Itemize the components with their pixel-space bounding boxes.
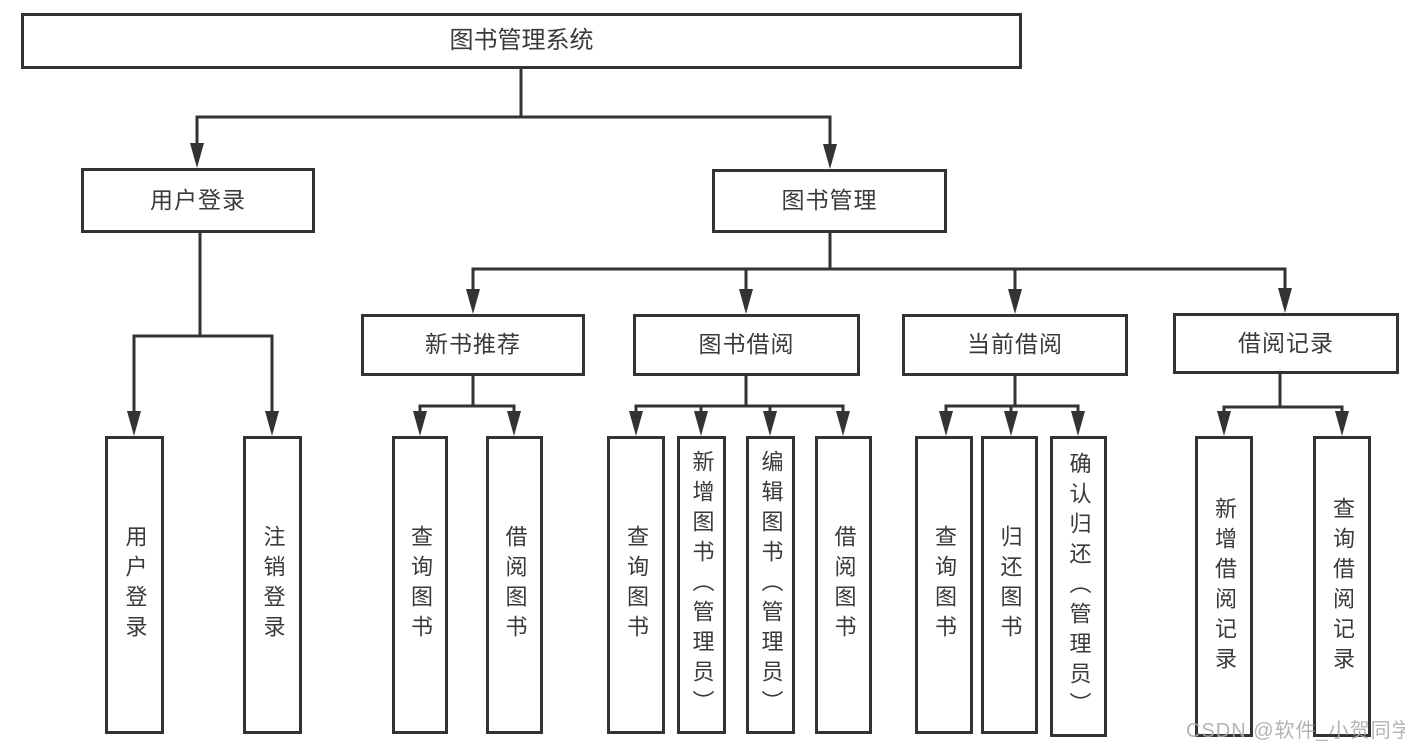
node-label: 借阅图书 bbox=[502, 525, 528, 645]
node-label: 查询图书 bbox=[932, 525, 957, 645]
node-label: 查询图书 bbox=[624, 525, 649, 645]
leaf-query-books-borrowing: 查询图书 bbox=[607, 436, 665, 734]
node-label: 图书管理系统 bbox=[449, 26, 594, 54]
leaf-add-book-admin: 新增图书（管理员） bbox=[677, 436, 726, 734]
leaf-query-books-recommend: 查询图书 bbox=[392, 436, 448, 734]
leaf-user-login: 用户登录 bbox=[105, 436, 164, 734]
node-label: 借阅图书 bbox=[831, 525, 857, 645]
node-book-management: 图书管理 bbox=[712, 169, 947, 233]
leaf-add-borrow-record: 新增借阅记录 bbox=[1195, 436, 1253, 737]
node-label: 确认归还（管理员） bbox=[1066, 451, 1092, 722]
node-label: 新书推荐 bbox=[425, 331, 521, 358]
node-book-borrowing: 图书借阅 bbox=[633, 314, 860, 376]
node-label: 用户登录 bbox=[150, 186, 246, 213]
node-label: 当前借阅 bbox=[967, 331, 1063, 358]
node-user-login: 用户登录 bbox=[81, 168, 315, 233]
node-label: 新增图书（管理员） bbox=[689, 450, 715, 720]
node-label: 借阅记录 bbox=[1238, 329, 1334, 356]
leaf-confirm-return-admin: 确认归还（管理员） bbox=[1050, 436, 1107, 737]
leaf-query-books-current: 查询图书 bbox=[915, 436, 973, 734]
watermark: CSDN @软件_小贺同学 bbox=[1186, 720, 1405, 742]
node-label: 新增借阅记录 bbox=[1212, 496, 1237, 677]
leaf-return-books: 归还图书 bbox=[981, 436, 1038, 734]
node-label: 图书管理 bbox=[781, 187, 878, 214]
node-label: 用户登录 bbox=[122, 525, 148, 645]
node-label: 归还图书 bbox=[997, 525, 1023, 645]
node-borrowing-records: 借阅记录 bbox=[1173, 313, 1399, 374]
node-current-borrowing: 当前借阅 bbox=[902, 314, 1128, 376]
node-label: 查询图书 bbox=[408, 525, 433, 645]
node-label: 编辑图书（管理员） bbox=[758, 450, 784, 720]
leaf-edit-book-admin: 编辑图书（管理员） bbox=[746, 436, 795, 734]
leaf-borrow-books-borrowing: 借阅图书 bbox=[815, 436, 872, 734]
node-new-book-recommendation: 新书推荐 bbox=[361, 314, 585, 376]
node-label: 注销登录 bbox=[260, 525, 286, 645]
leaf-logout: 注销登录 bbox=[243, 436, 302, 734]
leaf-query-borrow-record: 查询借阅记录 bbox=[1313, 436, 1371, 737]
node-root: 图书管理系统 bbox=[21, 13, 1022, 69]
arrow-down-icons bbox=[127, 143, 1349, 436]
node-label: 图书借阅 bbox=[698, 331, 795, 358]
leaf-borrow-books-recommend: 借阅图书 bbox=[486, 436, 543, 734]
node-label: 查询借阅记录 bbox=[1330, 496, 1355, 677]
